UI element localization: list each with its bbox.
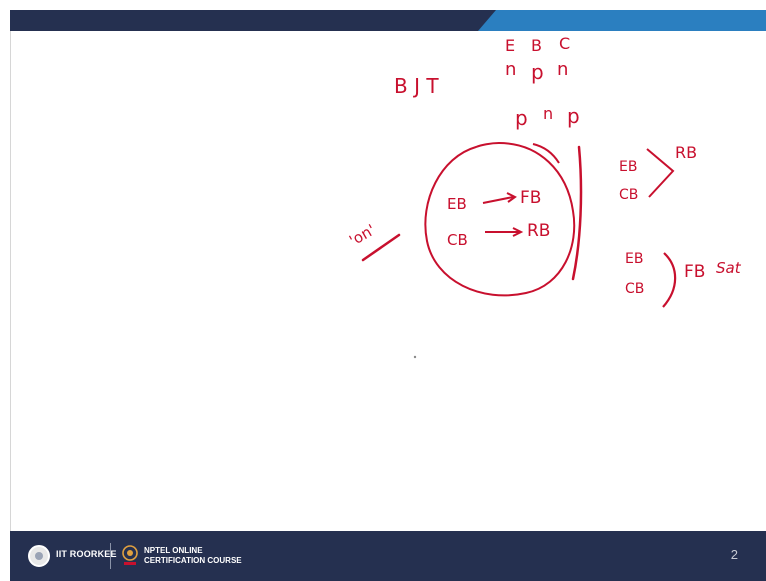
slide-left-border <box>10 31 11 531</box>
arrow-cb-rb-head <box>512 227 524 237</box>
case2-bracket <box>646 148 675 198</box>
npn-p: p <box>531 60 544 84</box>
case2-rb: RB <box>675 143 697 162</box>
circle-rb-label: RB <box>527 221 550 241</box>
arrow-eb-fb <box>482 196 514 204</box>
active-mode-circle <box>424 141 576 297</box>
circle-eb-label: EB <box>447 195 467 213</box>
course-title: NPTEL ONLINE CERTIFICATION COURSE <box>144 546 242 566</box>
page-number: 2 <box>730 547 738 562</box>
pnp-n: n <box>543 104 553 123</box>
npn-n1: n <box>505 59 516 80</box>
org-name: IIT ROORKEE <box>56 549 117 559</box>
course-line-2: CERTIFICATION COURSE <box>144 556 242 565</box>
on-underline <box>361 233 401 262</box>
stray-dot <box>413 355 417 359</box>
case3-cb: CB <box>625 281 644 297</box>
case2-cb: CB <box>619 187 638 203</box>
terminal-c: C <box>559 34 570 53</box>
on-label: 'on' <box>346 221 378 250</box>
terminal-b: B <box>531 36 542 55</box>
iit-roorkee-logo-icon <box>28 545 50 567</box>
topic-label: B J T <box>394 74 439 98</box>
separator-stroke <box>571 145 583 281</box>
pnp-p1: p <box>515 106 528 130</box>
terminal-e: E <box>505 36 515 55</box>
case3-sat: Sat <box>716 259 742 277</box>
on-label-group: 'on' <box>346 221 401 262</box>
case3-bracket <box>662 252 677 308</box>
arrow-eb-fb-head <box>506 192 517 203</box>
handwriting-layer: B J T E B C n p n p n p 'on' EB FB CB RB <box>346 34 742 359</box>
circle-fb-label: FB <box>520 188 541 208</box>
circle-tail-stroke <box>532 143 560 164</box>
case3-eb: EB <box>625 251 643 267</box>
circle-cb-label: CB <box>447 231 468 249</box>
footer-bar: IIT ROORKEE NPTEL ONLINE CERTIFICATION C… <box>10 531 766 581</box>
case3-fb: FB <box>684 262 705 282</box>
header-accent-band <box>478 10 766 31</box>
whiteboard-canvas: B J T E B C n p n p n p 'on' EB FB CB RB <box>11 31 766 531</box>
npn-n2: n <box>557 59 568 80</box>
course-line-1: NPTEL ONLINE <box>144 546 203 555</box>
case2-eb: EB <box>619 159 637 175</box>
nptel-logo-icon <box>122 545 138 565</box>
footer-divider <box>110 543 111 569</box>
pnp-p2: p <box>567 104 580 128</box>
